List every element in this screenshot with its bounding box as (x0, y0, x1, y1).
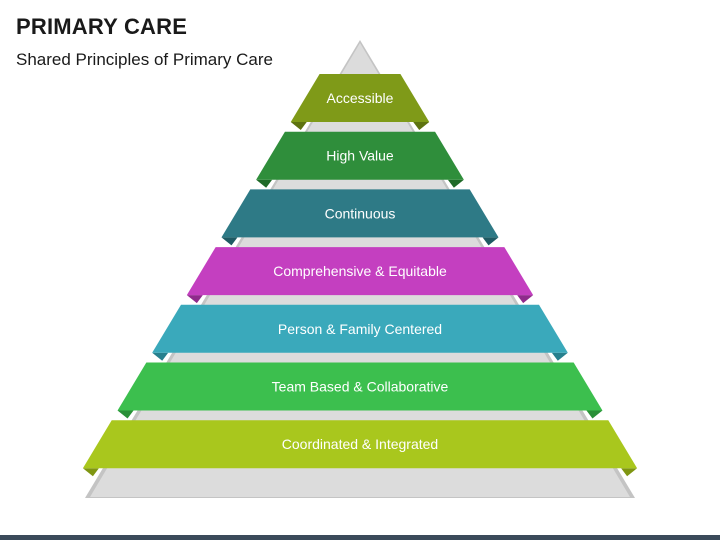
pyramid-tier: Coordinated & Integrated (82, 420, 638, 477)
tier-label: Coordinated & Integrated (282, 436, 438, 452)
pyramid-tier: Continuous (221, 189, 499, 246)
tier-label: Continuous (325, 205, 396, 221)
tier-band (221, 189, 499, 238)
pyramid-tier: Accessible (290, 74, 430, 130)
pyramid-tier: Person & Family Centered (152, 304, 568, 361)
tier-fold-left (186, 295, 203, 304)
tier-label: Accessible (327, 90, 394, 106)
tier-fold-right (586, 410, 603, 419)
tier-fold-right (621, 468, 638, 477)
tier-label: Comprehensive & Equitable (273, 263, 447, 279)
tier-fold-right (551, 352, 568, 361)
tier-label: Team Based & Collaborative (272, 379, 449, 395)
page-title: PRIMARY CARE (16, 14, 188, 39)
tier-fold-left (221, 237, 238, 246)
tier-band (117, 362, 603, 411)
footer-bar (0, 535, 720, 540)
tier-fold-left (290, 122, 307, 130)
tier-fold-left (256, 179, 273, 188)
tier-label: High Value (326, 148, 394, 164)
tier-fold-left (152, 352, 169, 361)
tier-fold-right (413, 122, 430, 130)
tier-label: Person & Family Centered (278, 321, 442, 337)
page-subtitle: Shared Principles of Primary Care (16, 50, 273, 69)
pyramid-tier: Comprehensive & Equitable (186, 247, 534, 304)
tier-fold-right (447, 179, 464, 188)
tier-band (186, 247, 534, 296)
pyramid-tier: Team Based & Collaborative (117, 362, 603, 419)
tier-band (152, 304, 568, 353)
tier-band (256, 131, 464, 180)
pyramid-tier: High Value (256, 131, 464, 188)
tier-fold-left (117, 410, 134, 419)
tier-band (82, 420, 638, 469)
tier-fold-left (82, 468, 99, 477)
tier-fold-right (517, 295, 534, 304)
tier-band (290, 74, 430, 122)
tier-fold-right (482, 237, 499, 246)
